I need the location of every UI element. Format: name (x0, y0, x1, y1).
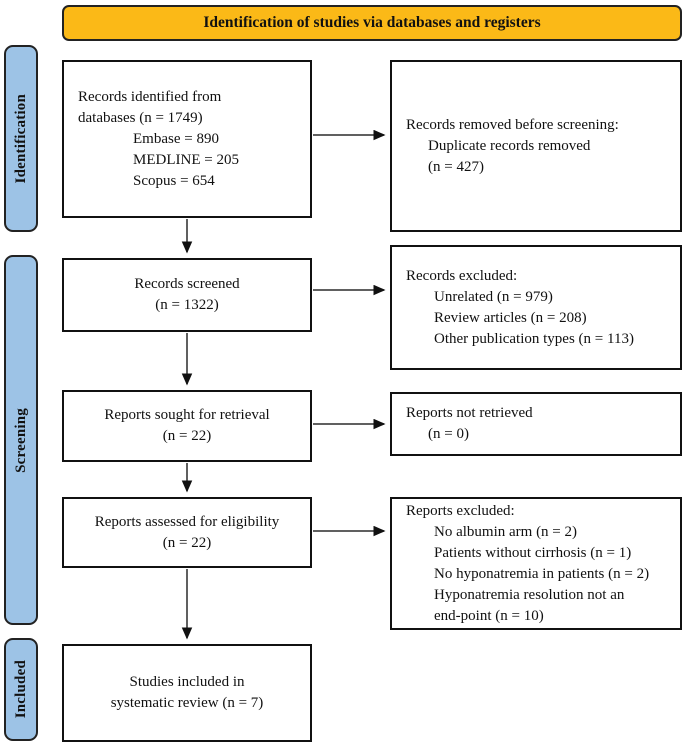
box-records-screened: Records screened (n = 1322) (62, 258, 312, 332)
box-line: (n = 22) (162, 428, 212, 444)
box-line: databases (n = 1749) (78, 109, 203, 126)
box-records-excluded: Records excluded: Unrelated (n = 979) Re… (390, 245, 682, 370)
box-line: systematic review (n = 7) (110, 695, 264, 711)
box-line: Reports not retrieved (406, 405, 533, 421)
stage-included: Included (4, 638, 38, 741)
box-line: end-point (n = 10) (434, 607, 544, 624)
box-line: Unrelated (n = 979) (434, 288, 553, 305)
box-line: Other publication types (n = 113) (434, 330, 634, 347)
box-records-removed: Records removed before screening: Duplic… (390, 60, 682, 232)
box-line: (n = 22) (162, 534, 212, 551)
stage-identification-label: Identification (12, 93, 29, 184)
box-line: (n = 427) (428, 158, 484, 175)
box-line: No albumin arm (n = 2) (434, 523, 578, 540)
box-line: Patients without cirrhosis (n = 1) (434, 544, 632, 561)
box-line: Records removed before screening: (406, 116, 619, 133)
banner-label: Identification of studies via databases … (203, 14, 541, 31)
box-line: Reports assessed for eligibility (94, 513, 280, 530)
box-line: Review articles (n = 208) (434, 309, 587, 326)
box-line: Records excluded: (406, 267, 518, 284)
box-line: Scopus = 654 (133, 172, 215, 189)
banner-identification-of-studies: Identification of studies via databases … (62, 5, 682, 41)
box-records-identified: Records identified from databases (n = 1… (62, 60, 312, 218)
box-reports-excluded: Reports excluded: No albumin arm (n = 2)… (390, 497, 682, 630)
box-reports-sought: Reports sought for retrieval (n = 22) (62, 390, 312, 462)
box-line: (n = 1322) (155, 297, 219, 313)
box-reports-assessed: Reports assessed for eligibility (n = 22… (62, 497, 312, 568)
box-line: Embase = 890 (133, 130, 219, 147)
box-line: Duplicate records removed (428, 137, 591, 154)
stage-screening: Screening (4, 255, 38, 625)
box-studies-included: Studies included in systematic review (n… (62, 644, 312, 742)
box-line: Reports excluded: (406, 502, 515, 519)
stage-included-label: Included (12, 660, 29, 719)
box-line: Records screened (134, 276, 240, 292)
box-line: Hyponatremia resolution not an (434, 586, 625, 603)
box-line: MEDLINE = 205 (133, 151, 239, 168)
stage-identification: Identification (4, 45, 38, 232)
box-line: (n = 0) (428, 426, 469, 442)
box-line: Studies included in (129, 674, 245, 690)
box-reports-not-retrieved: Reports not retrieved (n = 0) (390, 392, 682, 456)
stage-screening-label: Screening (12, 407, 29, 473)
box-line: Records identified from (78, 88, 222, 105)
box-line: Reports sought for retrieval (104, 407, 270, 423)
box-line: No hyponatremia in patients (n = 2) (434, 565, 650, 582)
